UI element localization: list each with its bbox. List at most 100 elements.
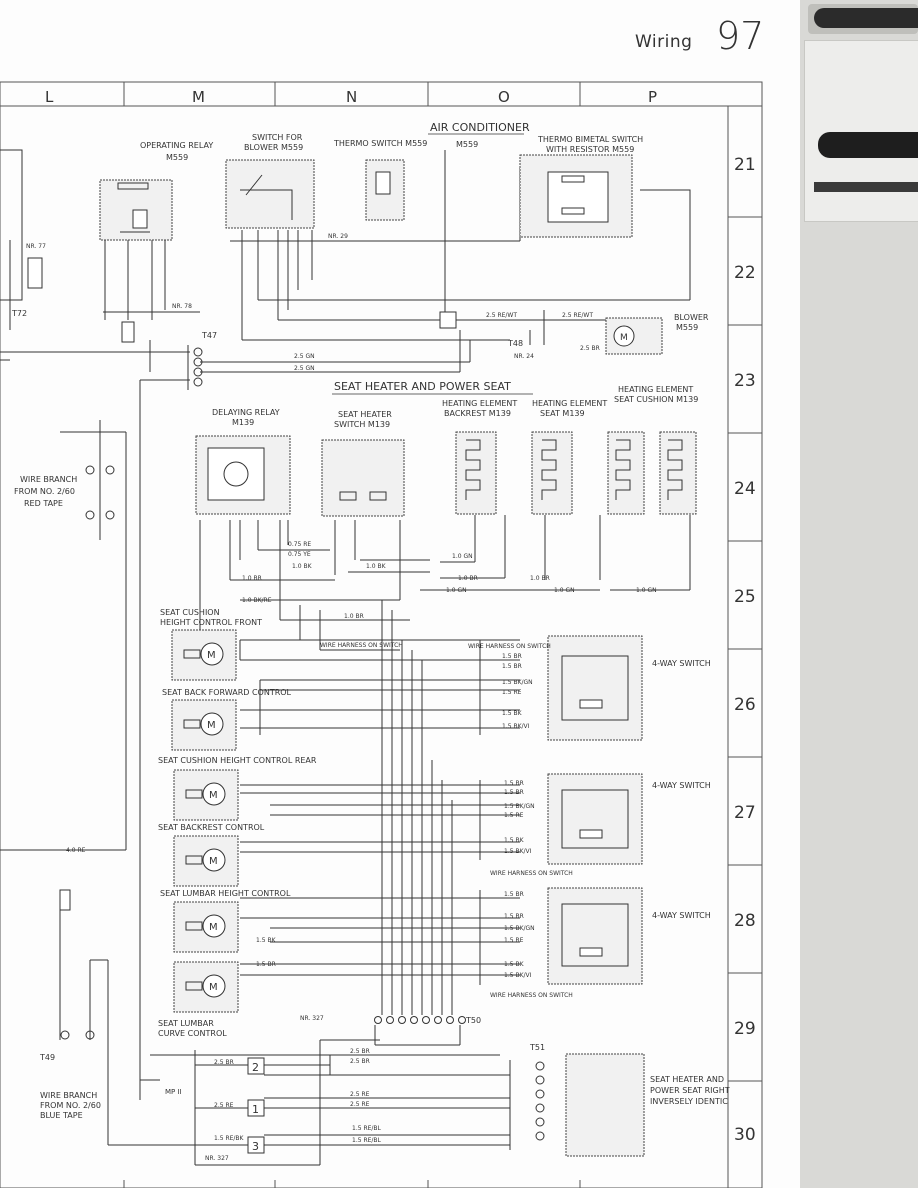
delaying-relay	[195, 435, 291, 515]
fuse-box-t48	[121, 321, 135, 343]
row-label-27: 27	[734, 803, 756, 823]
row-label-24: 24	[734, 479, 756, 499]
row-label-26: 26	[734, 695, 756, 715]
wire-rewt-b: 2.5 RE/WT	[562, 312, 593, 319]
svg-text:M: M	[209, 982, 218, 993]
binder-ring-top-inner	[814, 8, 918, 28]
back-forward-label: SEAT BACK FORWARD CONTROL	[162, 688, 292, 697]
wire-harness-label-2: WIRE HARNESS ON SWITCH	[468, 643, 551, 650]
wire-br15-f: 1.5 BR	[504, 913, 524, 920]
four-way-switch-1	[547, 635, 643, 741]
air-conditioner-subtitle: M559	[456, 140, 478, 149]
cushion-rear-label: SEAT CUSHION HEIGHT CONTROL REAR	[158, 756, 317, 765]
component-labels: OPERATING RELAY M559 SWITCH FOR BLOWER M…	[14, 133, 730, 1120]
row-label-28: 28	[734, 911, 756, 931]
heating-cushion-label-1: HEATING ELEMENT	[618, 385, 693, 394]
wire-bkvi15-c: 1.5 BK/VI	[504, 972, 532, 979]
binder-edge	[800, 0, 918, 1188]
heating-element-backrest	[455, 431, 497, 515]
svg-text:2: 2	[252, 1061, 259, 1074]
svg-text:M: M	[209, 790, 218, 801]
delaying-relay-label-1: DELAYING RELAY	[212, 408, 280, 417]
binder-clip	[818, 132, 918, 158]
heating-backrest-label-2: BACKREST M139	[444, 409, 511, 418]
t48-label: T48	[507, 339, 523, 348]
row-label-23: 23	[734, 371, 756, 391]
heating-element-cushion	[607, 431, 697, 515]
wire-re25-c: 2.5 RE	[350, 1101, 370, 1108]
wire-br15-a: 1.5 BR	[502, 653, 522, 660]
operating-relay-label-1: OPERATING RELAY	[140, 141, 213, 150]
svg-text:3: 3	[252, 1140, 259, 1153]
wire-bk15-d: 1.5 BK	[256, 937, 277, 944]
wire-gn10-c: 1.0 GN	[554, 587, 575, 594]
wire-re25-b: 2.5 RE	[350, 1091, 370, 1098]
wire-branch-red-label-1: WIRE BRANCH	[20, 475, 77, 484]
wire-rebl15-a: 1.5 RE/BL	[352, 1125, 382, 1132]
t49-connectors	[60, 1030, 95, 1040]
wire-br15-g: 1.5 BR	[256, 961, 276, 968]
motor-lumbar-curve: M	[173, 961, 239, 1013]
seat-heater-switch-label-1: SEAT HEATER	[338, 410, 392, 419]
wire-re25-a: 2.5 RE	[214, 1102, 234, 1109]
heating-cushion-label-2: SEAT CUSHION M139	[614, 395, 698, 404]
operating-relay-label-2: M559	[166, 153, 188, 162]
wire-re15-a: 1.5 RE	[502, 689, 522, 696]
nr29-label: NR. 29	[328, 233, 348, 240]
mp2-label: MP II	[165, 1088, 182, 1096]
blower-switch	[225, 159, 315, 229]
wire-br10-d: 1.0 BR	[344, 613, 364, 620]
wire-bk15-c: 1.5 BK	[504, 961, 525, 968]
lumbar-curve-label-2: CURVE CONTROL	[158, 1029, 227, 1038]
bimetal-switch-label-2: WITH RESISTOR M559	[546, 145, 634, 154]
svg-text:M: M	[207, 650, 216, 661]
col-label-o: O	[498, 88, 510, 106]
four-way-switch-label-3: 4-WAY SWITCH	[652, 911, 711, 920]
wire-harness-label-1: WIRE HARNESS ON SWITCH	[320, 642, 403, 649]
nr24-label: NR. 24	[514, 353, 534, 360]
heating-element-seat	[531, 431, 573, 515]
wire-harness-label-3: WIRE HARNESS ON SWITCH	[490, 870, 573, 877]
wire-br15-e: 1.5 BR	[504, 891, 524, 898]
air-conditioner-title: AIR CONDITIONER	[430, 121, 530, 134]
lumbar-height-label: SEAT LUMBAR HEIGHT CONTROL	[160, 889, 291, 898]
t72-label: T72	[11, 309, 27, 318]
wire-bkgn15-c: 1.5 BK/GN	[504, 925, 535, 932]
col-label-p: P	[648, 88, 657, 106]
lumbar-curve-label-1: SEAT LUMBAR	[158, 1019, 214, 1028]
nr77-label: NR. 77	[26, 243, 46, 250]
fuse-box-t49	[59, 889, 71, 911]
wire-harness-label-4: WIRE HARNESS ON SWITCH	[490, 992, 573, 999]
wire-labels: T47 T48 T72 T49 T50 T51 MP II NR. 29 NR.…	[11, 233, 657, 1162]
wire-bkvi15-a: 1.5 BK/VI	[502, 723, 530, 730]
wire-lines	[0, 149, 691, 1166]
motor-lumbar-height: M	[173, 901, 239, 953]
t50-connector-row	[374, 1016, 466, 1024]
backrest-control-label: SEAT BACKREST CONTROL	[158, 823, 265, 832]
bimetal-switch-label-1: THERMO BIMETAL SWITCH	[537, 135, 643, 144]
col-label-l: L	[45, 88, 54, 106]
fuse-1: 1	[247, 1099, 265, 1117]
wire-gn10-d: 1.0 GN	[636, 587, 657, 594]
seat-right-label-1: SEAT HEATER AND	[650, 1075, 724, 1084]
operating-relay	[99, 179, 173, 241]
four-way-switch-3	[547, 887, 643, 985]
seat-right-label-2: POWER SEAT RIGHT	[650, 1086, 730, 1095]
motor-backrest: M	[173, 835, 239, 887]
nr327b-label: NR. 327	[205, 1155, 229, 1162]
wire-re4: 4.0 RE	[66, 847, 86, 854]
page-number: 97	[716, 14, 765, 58]
heating-backrest-label-1: HEATING ELEMENT	[442, 399, 517, 408]
blower-label-1: BLOWER	[674, 313, 709, 322]
seat-right-label-3: INVERSELY IDENTIC	[650, 1097, 728, 1106]
wiring-diagram-page: Wiring 97 L M N O	[0, 14, 765, 1188]
wire-rebl15-b: 1.5 RE/BL	[352, 1137, 382, 1144]
wire-br25-c: 2.5 BR	[350, 1048, 370, 1055]
heating-seat-label-2: SEAT M139	[540, 409, 585, 418]
wire-branch-blue-label-3: BLUE TAPE	[40, 1111, 83, 1120]
fuse-box-left	[27, 257, 43, 289]
col-label-n: N	[346, 88, 357, 106]
row-label-29: 29	[734, 1019, 756, 1039]
section-title: Wiring	[635, 32, 693, 52]
wire-branch-blue-label-1: WIRE BRANCH	[40, 1091, 97, 1100]
